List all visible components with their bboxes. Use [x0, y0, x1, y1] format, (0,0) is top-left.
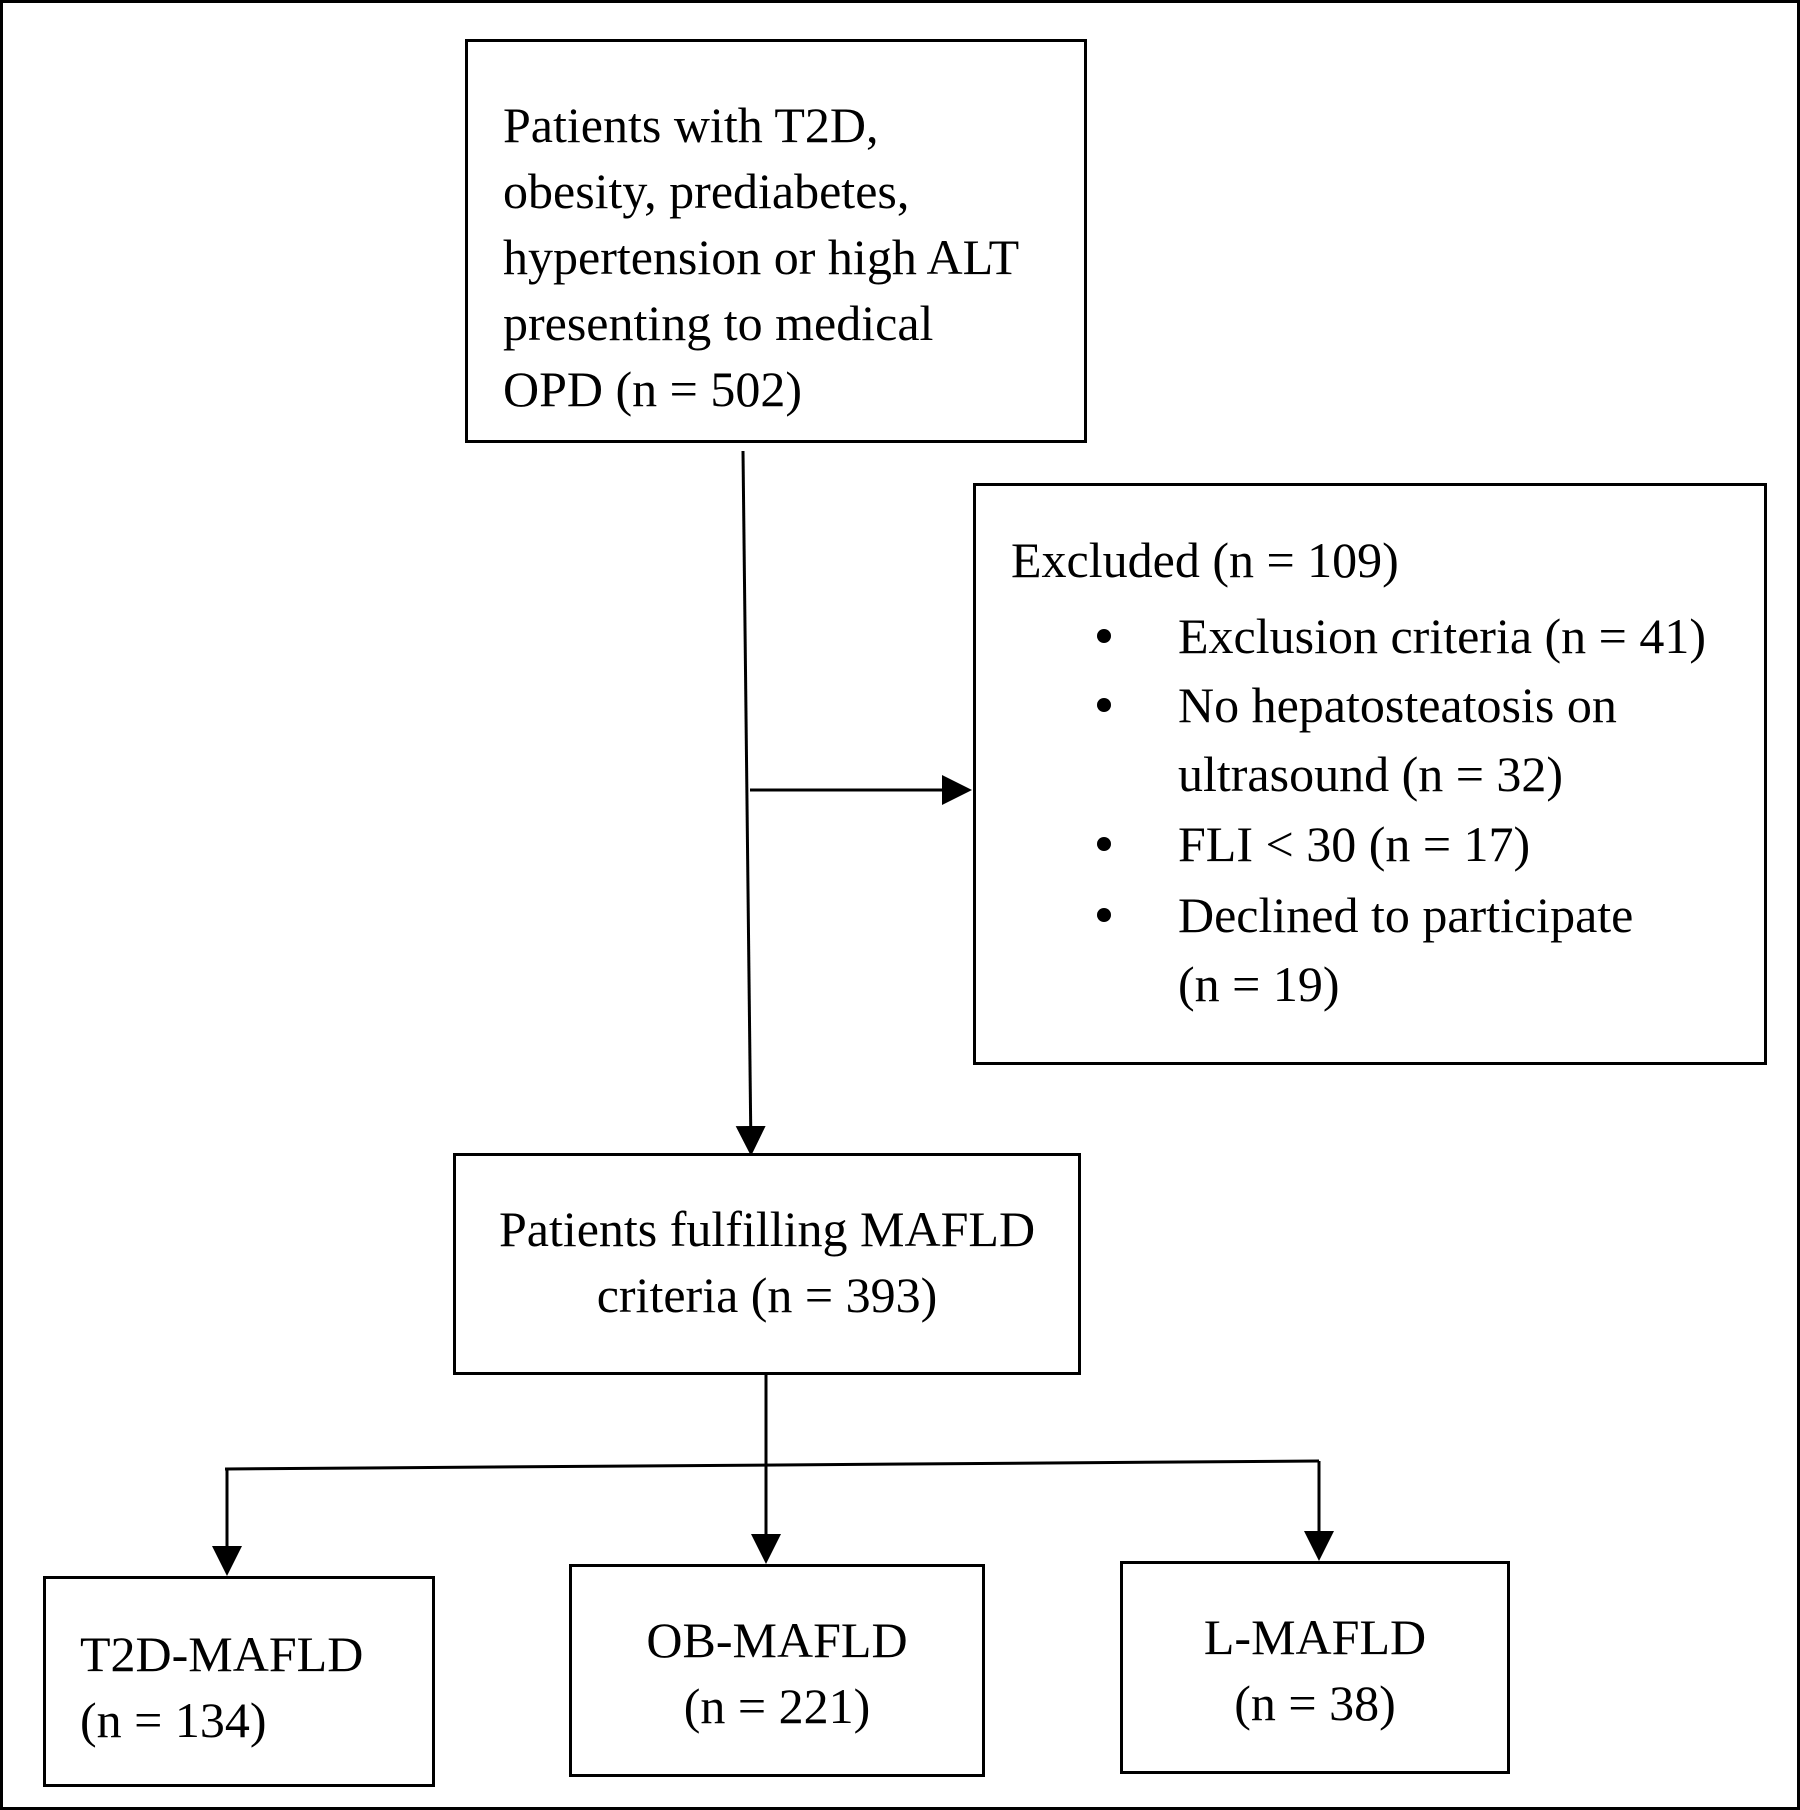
connector-distribution-bar [224, 1459, 1320, 1471]
bullet-3 [1097, 837, 1111, 851]
excluded-item-4-line-2: (n = 19) [1178, 956, 1340, 1012]
excluded-item-2-line-2: ultrasound (n = 32) [1178, 746, 1564, 802]
mafld-line-2: criteria (n = 393) [596, 1267, 938, 1323]
group-count: (n = 221) [683, 1678, 871, 1734]
excluded-item-4-line-1: Declined to participate [1178, 887, 1634, 943]
bullet-1 [1097, 629, 1111, 643]
connectors [212, 450, 1334, 1576]
excluded-box: Excluded (n = 109) Exclusion criteria (n… [973, 483, 1767, 1065]
start-box: Patients with T2D, obesity, prediabetes,… [465, 39, 1087, 443]
group-count: (n = 134) [80, 1692, 267, 1748]
group-count: (n = 38) [1234, 1675, 1396, 1731]
bullet-2 [1097, 698, 1111, 712]
start-line-5: OPD (n = 502) [503, 361, 803, 417]
group-box-l-mafld: L-MAFLD (n = 38) [1120, 1561, 1510, 1774]
start-line-1: Patients with T2D, [503, 97, 879, 153]
excluded-item-3: FLI < 30 (n = 17) [1178, 816, 1531, 872]
group-label: OB-MAFLD [646, 1612, 908, 1668]
excluded-item-2-line-1: No hepatosteatosis on [1178, 677, 1617, 733]
connector-start-to-mafld [735, 450, 766, 1156]
start-line-3: hypertension or high ALT [503, 229, 1020, 285]
mafld-line-1: Patients fulfilling MAFLD [498, 1201, 1036, 1257]
excluded-item-1: Exclusion criteria (n = 41) [1178, 608, 1707, 664]
excluded-title: Excluded (n = 109) [1011, 532, 1399, 588]
bullet-4 [1097, 908, 1111, 922]
start-line-2: obesity, prediabetes, [503, 163, 910, 219]
group-label: T2D-MAFLD [80, 1626, 364, 1682]
mafld-box: Patients fulfilling MAFLD criteria (n = … [453, 1153, 1081, 1375]
group-box-t2d-mafld: T2D-MAFLD (n = 134) [43, 1576, 435, 1787]
start-line-4: presenting to medical [503, 295, 934, 351]
group-box-ob-mafld: OB-MAFLD (n = 221) [569, 1564, 985, 1777]
group-label: L-MAFLD [1203, 1609, 1427, 1665]
